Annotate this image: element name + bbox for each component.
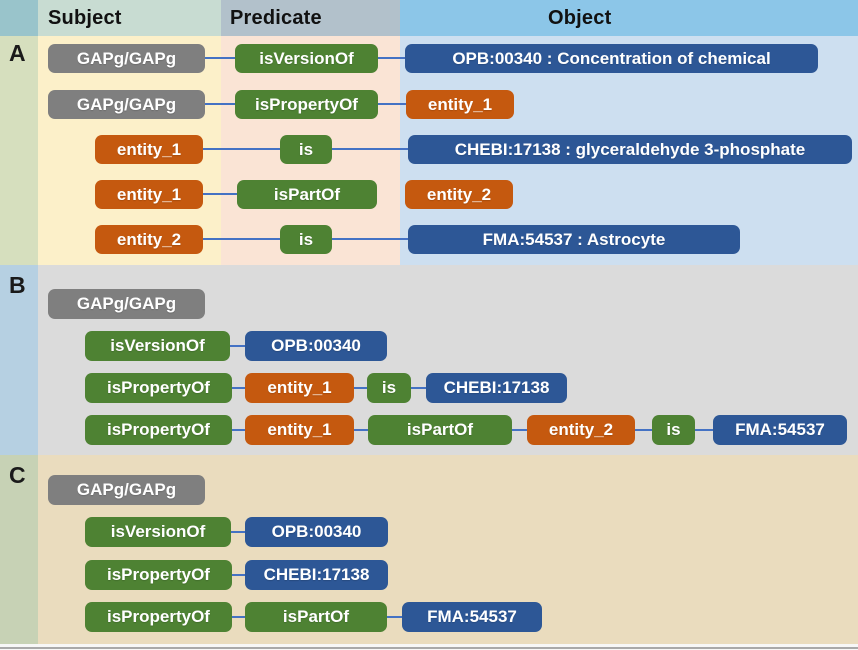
connector-line bbox=[354, 387, 367, 389]
connector-line bbox=[205, 57, 235, 59]
node-entity-1: entity_1 bbox=[245, 415, 354, 445]
header-object-cell bbox=[400, 0, 858, 36]
panel-c-label: C bbox=[9, 462, 26, 488]
node-ispropertyof: isPropertyOf bbox=[85, 415, 232, 445]
connector-line bbox=[232, 387, 245, 389]
header-object-label: Object bbox=[548, 6, 612, 29]
node-ispartof: isPartOf bbox=[245, 602, 387, 632]
connector-line bbox=[232, 616, 245, 618]
connector-line bbox=[512, 429, 527, 431]
panel-a-strip bbox=[0, 36, 38, 265]
connector-line bbox=[411, 387, 426, 389]
connector-line bbox=[205, 103, 235, 105]
node-ispartof: isPartOf bbox=[368, 415, 512, 445]
node-gapg: GAPg/GAPg bbox=[48, 44, 205, 73]
node-isversionof: isVersionOf bbox=[85, 331, 230, 361]
node-entity-1: entity_1 bbox=[95, 180, 203, 209]
node-entity-1: entity_1 bbox=[95, 135, 203, 164]
node-opb-00340: OPB:00340 bbox=[245, 517, 388, 547]
node-is: is bbox=[280, 225, 332, 254]
connector-line bbox=[387, 616, 402, 618]
node-isversionof: isVersionOf bbox=[235, 44, 378, 73]
connector-line bbox=[203, 193, 237, 195]
node-entity-2: entity_2 bbox=[405, 180, 513, 209]
header-predicate-label: Predicate bbox=[230, 6, 322, 29]
connector-line bbox=[203, 238, 280, 240]
connector-line bbox=[635, 429, 652, 431]
header-predicate-cell bbox=[221, 0, 400, 36]
node-gapg: GAPg/GAPg bbox=[48, 90, 205, 119]
node-entity-1: entity_1 bbox=[245, 373, 354, 403]
connector-line bbox=[378, 103, 406, 105]
connector-line bbox=[232, 574, 245, 576]
connector-line bbox=[332, 238, 408, 240]
header-subject-label: Subject bbox=[48, 6, 122, 29]
header-corner-cell bbox=[0, 0, 38, 36]
node-entity-1: entity_1 bbox=[406, 90, 514, 119]
node-entity-2: entity_2 bbox=[527, 415, 635, 445]
node-fma-54537: FMA:54537 bbox=[402, 602, 542, 632]
connector-line bbox=[231, 531, 245, 533]
header-subject-cell bbox=[38, 0, 221, 36]
node-opb-00340: OPB:00340 bbox=[245, 331, 387, 361]
bottom-border bbox=[0, 647, 858, 649]
panel-a-label: A bbox=[9, 40, 26, 66]
node-ispropertyof: isPropertyOf bbox=[85, 373, 232, 403]
connector-line bbox=[695, 429, 713, 431]
node-is: is bbox=[652, 415, 695, 445]
node-chebi-17138: CHEBI:17138 : glyceraldehyde 3-phosphate bbox=[408, 135, 852, 164]
node-chebi-17138: CHEBI:17138 bbox=[426, 373, 567, 403]
panel-b-strip bbox=[0, 265, 38, 455]
node-fma-54537: FMA:54537 : Astrocyte bbox=[408, 225, 740, 254]
node-is: is bbox=[280, 135, 332, 164]
connector-line bbox=[332, 148, 408, 150]
node-fma-54537: FMA:54537 bbox=[713, 415, 847, 445]
connector-line bbox=[232, 429, 245, 431]
node-is: is bbox=[367, 373, 411, 403]
node-ispropertyof: isPropertyOf bbox=[235, 90, 378, 119]
connector-line bbox=[230, 345, 245, 347]
connector-line bbox=[203, 148, 280, 150]
node-ispropertyof: isPropertyOf bbox=[85, 602, 232, 632]
panel-c-strip bbox=[0, 455, 38, 645]
node-gapg: GAPg/GAPg bbox=[48, 475, 205, 505]
panel-b-label: B bbox=[9, 272, 26, 298]
node-entity-2: entity_2 bbox=[95, 225, 203, 254]
connector-line bbox=[354, 429, 368, 431]
node-gapg: GAPg/GAPg bbox=[48, 289, 205, 319]
node-opb-00340: OPB:00340 : Concentration of chemical bbox=[405, 44, 818, 73]
connector-line bbox=[378, 57, 405, 59]
node-isversionof: isVersionOf bbox=[85, 517, 231, 547]
node-ispartof: isPartOf bbox=[237, 180, 377, 209]
node-chebi-17138: CHEBI:17138 bbox=[245, 560, 388, 590]
node-ispropertyof: isPropertyOf bbox=[85, 560, 232, 590]
